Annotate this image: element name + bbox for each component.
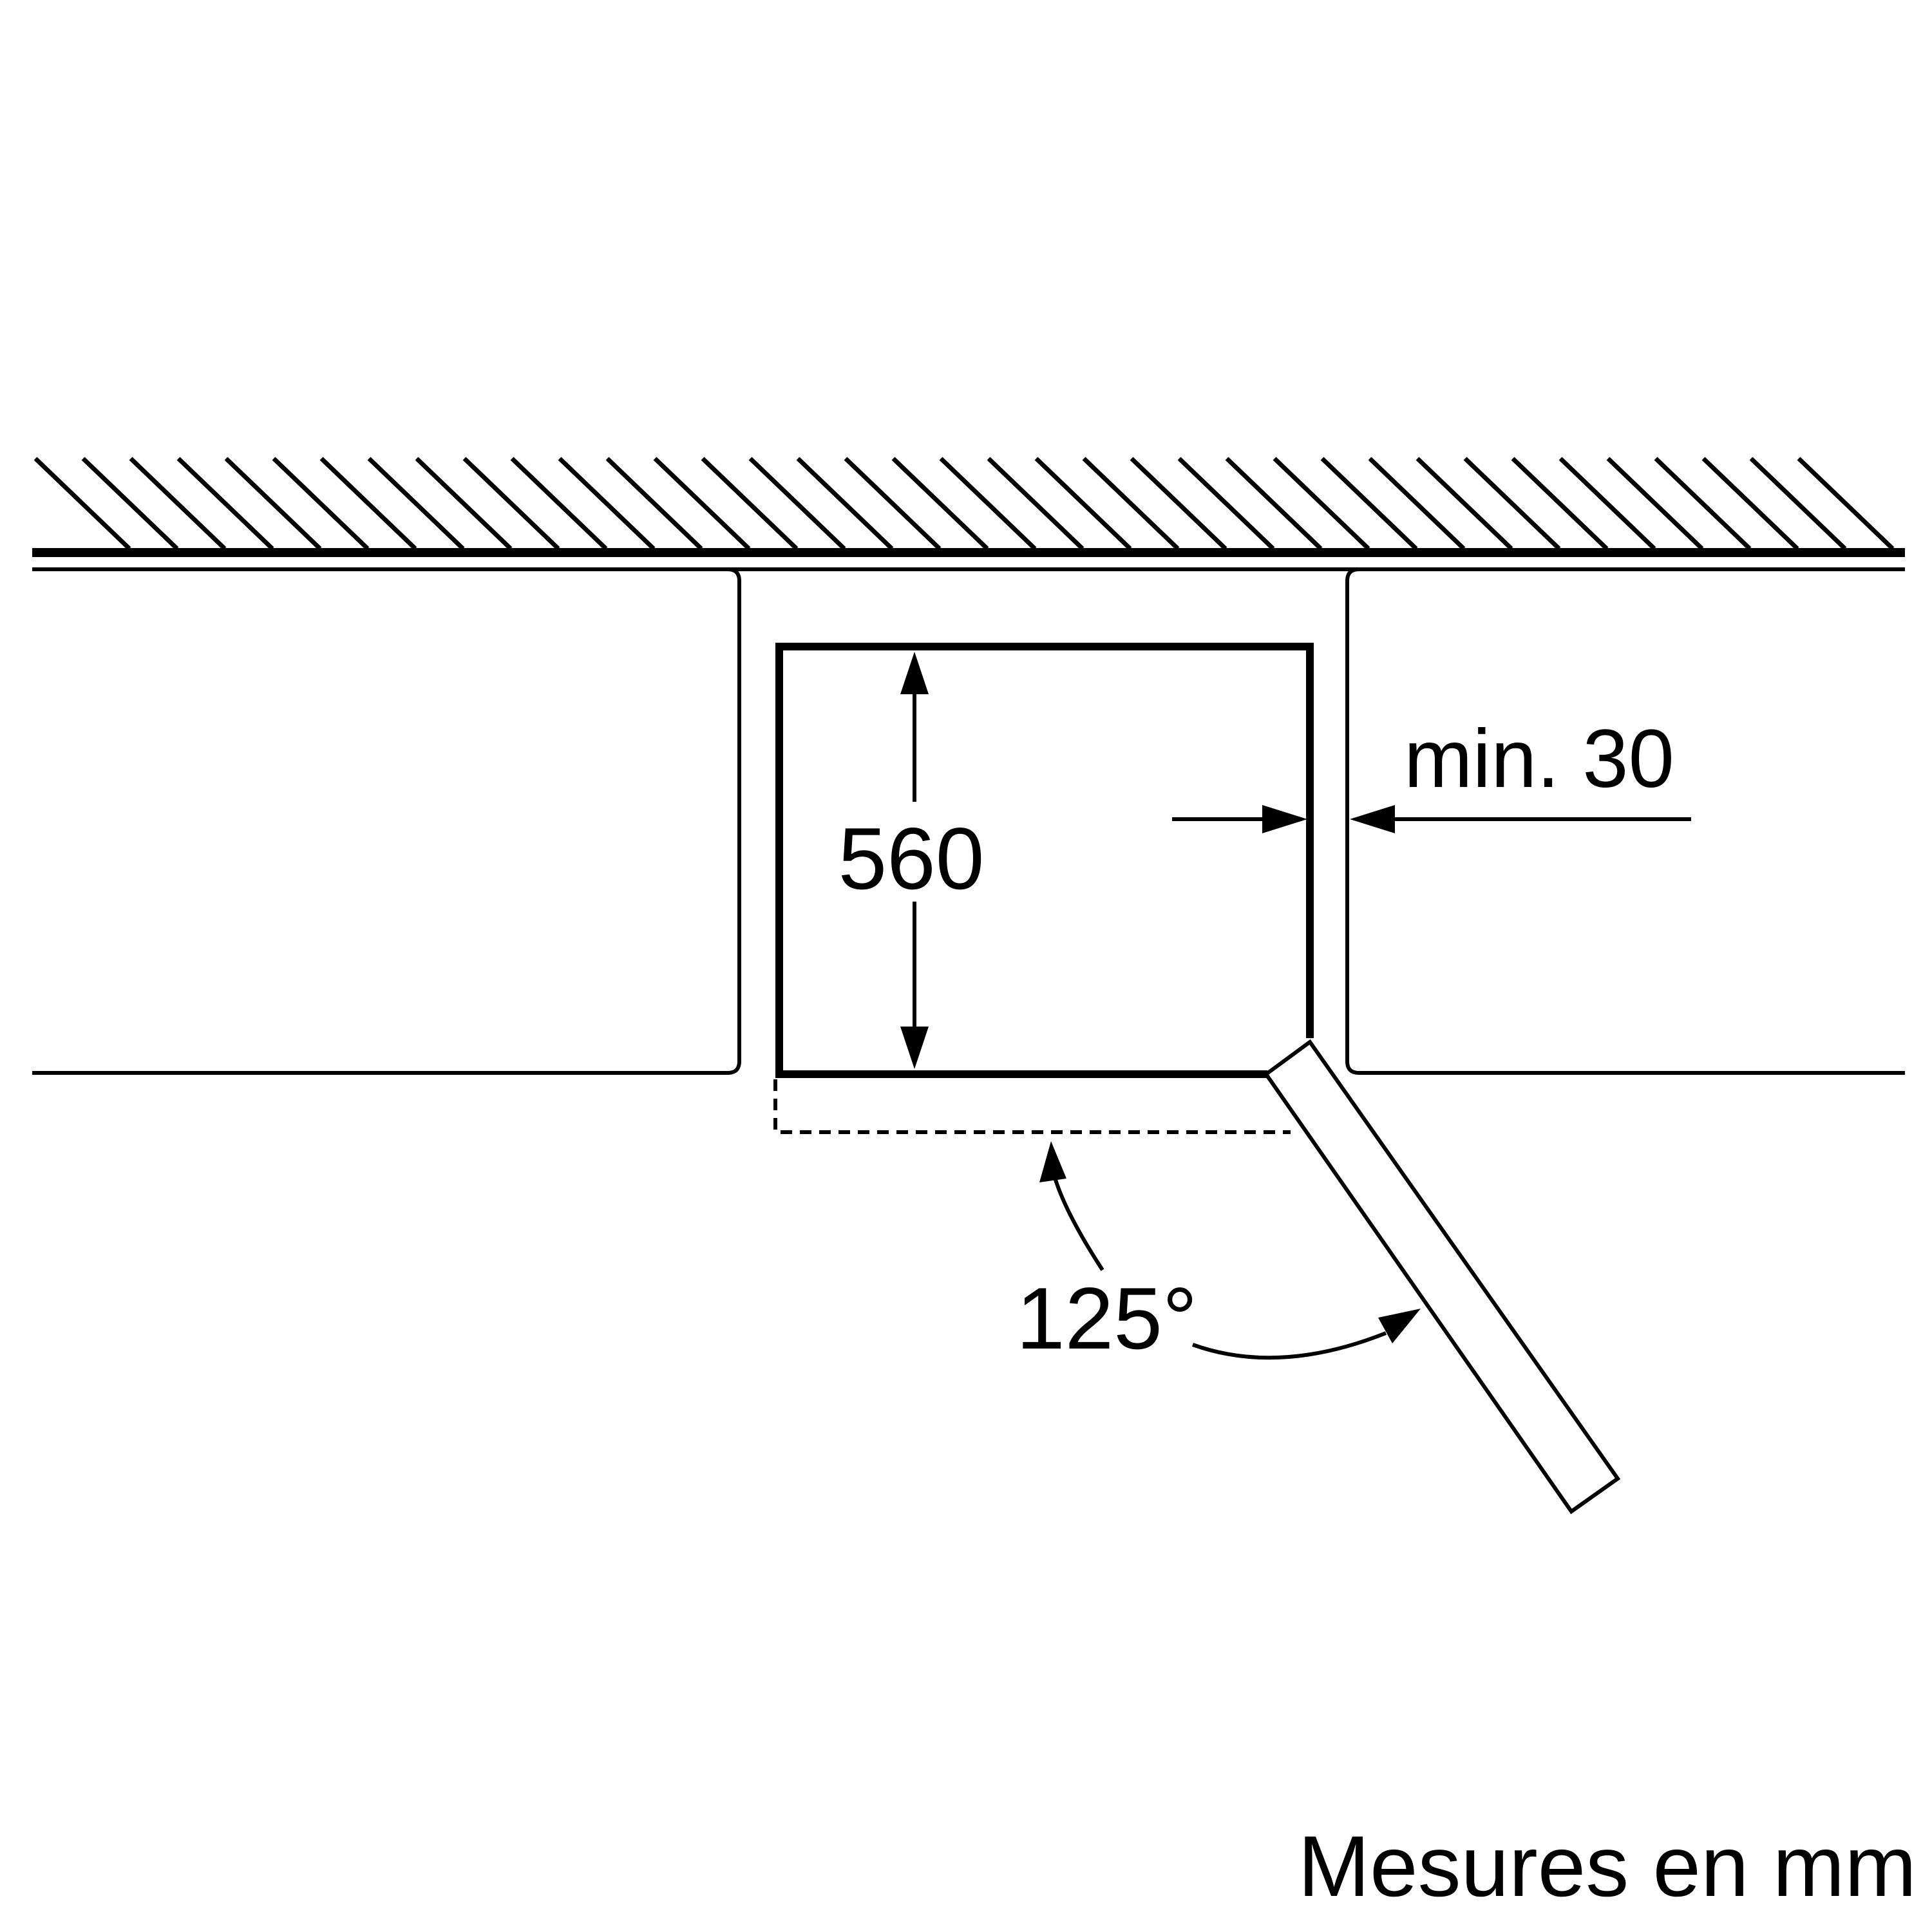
hatch-stroke: [1606, 457, 1704, 551]
hatch-stroke: [1273, 457, 1370, 551]
hatch-stroke: [462, 457, 560, 551]
hatch-stroke: [510, 457, 608, 551]
hatch-stroke: [33, 457, 131, 551]
hatch-stroke: [1130, 457, 1227, 551]
open-door: [1263, 1039, 1621, 1515]
hatch-stroke: [1463, 457, 1561, 551]
hatch-stroke: [701, 457, 799, 551]
hatch-stroke: [1320, 457, 1418, 551]
hatch-stroke: [987, 457, 1084, 551]
depth-dimension-arrow: [900, 652, 929, 1069]
hatch-stroke: [415, 457, 513, 551]
hatch-stroke: [176, 457, 274, 551]
hatch-stroke: [1177, 457, 1275, 551]
hatch-stroke: [1082, 457, 1180, 551]
hatch-stroke: [272, 457, 370, 551]
hatch-stroke: [1511, 457, 1609, 551]
hatch-stroke: [319, 457, 417, 551]
hatch-stroke: [1368, 457, 1466, 551]
hatch-stroke: [939, 457, 1037, 551]
hatch-stroke: [844, 457, 942, 551]
hatch-stroke: [1416, 457, 1513, 551]
depth-label: 560: [838, 810, 985, 907]
hatch-stroke: [1034, 457, 1132, 551]
hatch-stroke: [1654, 457, 1752, 551]
hatch-stroke: [605, 457, 703, 551]
hatch-stroke: [891, 457, 989, 551]
side-gap-label: min. 30: [1404, 713, 1674, 805]
hatch-stroke: [1225, 457, 1323, 551]
hatch-stroke: [1749, 457, 1847, 551]
door-angle-label: 125°: [1016, 1269, 1197, 1367]
wall-hatching: [33, 457, 1895, 551]
units-caption: Mesures en mm: [1298, 1819, 1917, 1915]
hatch-stroke: [129, 457, 227, 551]
left-cabinet: [32, 567, 741, 1075]
right-cabinet: [1345, 567, 1905, 1075]
hatch-stroke: [367, 457, 465, 551]
hatch-stroke: [748, 457, 846, 551]
hatch-stroke: [796, 457, 894, 551]
side-gap-dimension-arrows: [1172, 805, 1691, 833]
hatch-stroke: [653, 457, 751, 551]
closed-door-outline: [773, 1079, 1291, 1134]
hatch-stroke: [224, 457, 322, 551]
hatch-stroke: [81, 457, 179, 551]
hatch-stroke: [558, 457, 656, 551]
hatch-stroke: [1701, 457, 1799, 551]
appliance-body: [775, 643, 1314, 1077]
hatch-stroke: [1558, 457, 1656, 551]
door-angle-arc: [1039, 1141, 1421, 1360]
hatch-stroke: [1797, 457, 1895, 551]
